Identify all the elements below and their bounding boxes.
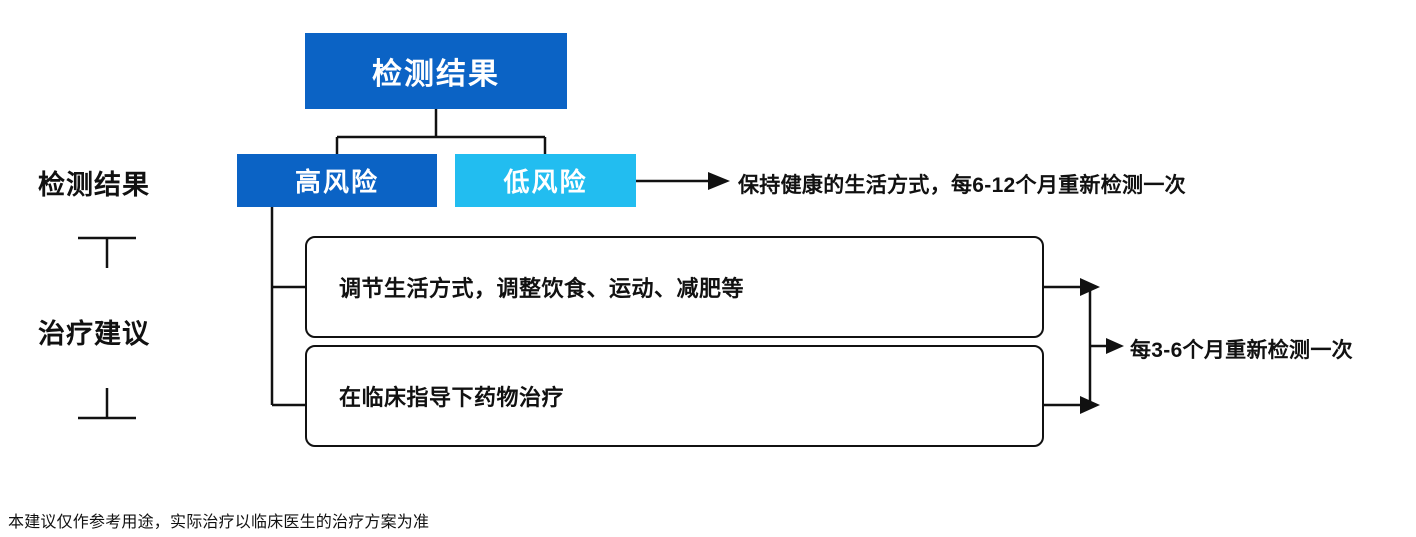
node-low-risk[interactable]: 低风险 — [455, 154, 636, 207]
axis-label-advice: 治疗建议 — [38, 319, 150, 349]
axis-label-result: 检测结果 — [38, 170, 150, 200]
retest-interval-note: 每3-6个月重新检测一次 — [1130, 339, 1353, 362]
low-risk-note: 保持健康的生活方式，每6-12个月重新检测一次 — [738, 174, 1186, 197]
advice-box-lifestyle-label: 调节生活方式，调整饮食、运动、减肥等 — [339, 276, 745, 301]
footnote-disclaimer: 本建议仅作参考用途，实际治疗以临床医生的治疗方案为准 — [8, 514, 430, 531]
advice-box-medication[interactable]: 在临床指导下药物治疗 — [305, 345, 1044, 447]
advice-box-medication-label: 在临床指导下药物治疗 — [339, 385, 565, 410]
advice-box-lifestyle[interactable]: 调节生活方式，调整饮食、运动、减肥等 — [305, 236, 1044, 338]
node-high-risk[interactable]: 高风险 — [237, 154, 437, 207]
node-test-result[interactable]: 检测结果 — [305, 33, 567, 109]
